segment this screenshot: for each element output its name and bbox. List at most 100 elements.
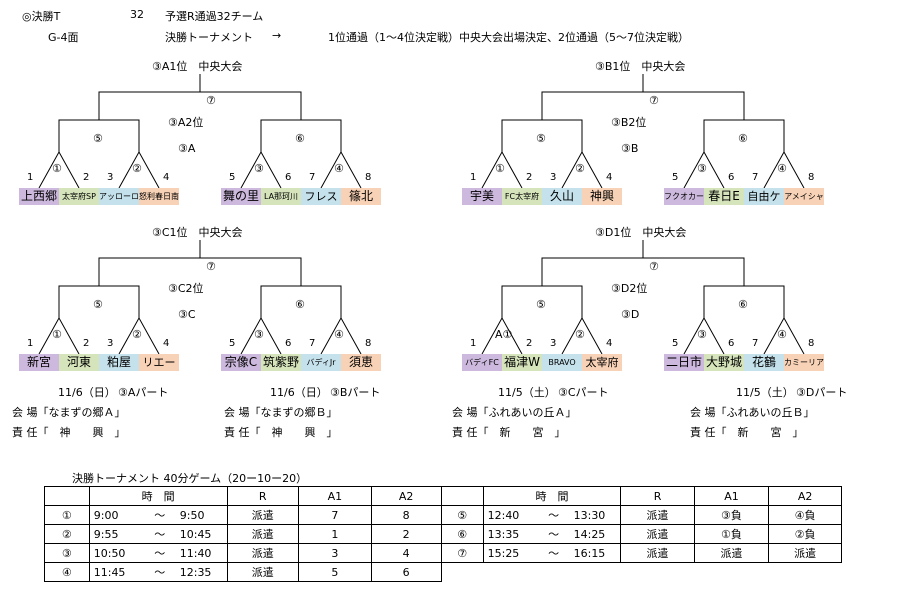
team-seed-number: 3 xyxy=(107,338,114,349)
assistant-2: 派遣 xyxy=(768,543,842,563)
team-seed-number: 5 xyxy=(672,172,679,183)
team-5: フクオカーナ xyxy=(664,188,704,205)
empty-cell xyxy=(694,563,769,582)
referee: 派遣 xyxy=(226,562,299,582)
column-header: A2 xyxy=(370,486,442,506)
header-arrow: → xyxy=(272,29,282,42)
match-number: ② xyxy=(44,524,90,544)
time-cell: 15:25～16:15 xyxy=(482,543,622,563)
tilde: ～ xyxy=(548,509,560,522)
team-seed-number: 3 xyxy=(107,172,114,183)
left-semi-number: ⑤ xyxy=(93,132,103,145)
empty-cell xyxy=(621,563,694,582)
team-1: 宇美 xyxy=(462,188,502,205)
final-match-number: ⑦ xyxy=(649,94,659,107)
left-semi-number: ⑤ xyxy=(536,132,546,145)
first-round-match-number: ② xyxy=(132,162,142,175)
first-round-match-number: ② xyxy=(575,328,585,341)
blank-cell xyxy=(440,486,484,506)
tilde: ～ xyxy=(154,566,166,579)
team-3: 久山 xyxy=(542,188,582,205)
tilde: ～ xyxy=(154,528,166,541)
team-3: BRAVO xyxy=(542,354,582,371)
empty-cell xyxy=(483,563,621,582)
first-round-match-number: ④ xyxy=(334,162,344,175)
right-semi-number: ⑥ xyxy=(738,132,748,145)
column-header: A1 xyxy=(693,486,770,506)
match-number: ⑦ xyxy=(440,543,484,563)
start-time: 11:45 xyxy=(93,566,126,579)
venue-date: 11/5（土） xyxy=(498,386,556,399)
first-round-match-number: ④ xyxy=(334,328,344,341)
team-6: 大野城 xyxy=(704,354,744,371)
team-7: バディJr xyxy=(301,354,341,371)
final-match-number: ⑦ xyxy=(206,260,216,273)
team-seed-number: 5 xyxy=(672,338,679,349)
left-semi-number: ⑤ xyxy=(93,298,103,311)
first-round-match-number: ① xyxy=(52,328,62,341)
second-place-label: ③A2位 xyxy=(168,116,204,129)
match-number: ④ xyxy=(44,562,90,582)
assistant-2: 2 xyxy=(370,524,442,544)
time-cell: 11:45～12:35 xyxy=(88,562,228,582)
bracket-top-label: ③D1位 中央大会 xyxy=(595,226,687,239)
team-8: 須恵 xyxy=(341,354,381,371)
match-number: ① xyxy=(44,505,90,525)
first-round-match-number: ② xyxy=(575,162,585,175)
final-match-number: ⑦ xyxy=(649,260,659,273)
blank-cell xyxy=(44,486,90,506)
bracket-top-label: ③C1位 中央大会 xyxy=(152,226,243,239)
second-place-label: ③C2位 xyxy=(168,282,204,295)
team-seed-number: 5 xyxy=(229,338,236,349)
team-4: リエート xyxy=(139,354,179,371)
team-6: 春日E xyxy=(704,188,744,205)
end-time: 11:40 xyxy=(179,547,212,560)
bracket-lines xyxy=(38,240,362,355)
team-1: 上西郷 xyxy=(19,188,59,205)
referee: 派遣 xyxy=(620,524,695,544)
start-time: 9:55 xyxy=(93,528,119,541)
column-header: R xyxy=(226,486,299,506)
column-header: 時 間 xyxy=(88,486,228,506)
venue-resp: 責 任「 新 宮 」 xyxy=(452,426,566,439)
team-8: カミーリア xyxy=(784,354,824,371)
first-round-match-number: ④ xyxy=(777,328,787,341)
time-cell: 13:35～14:25 xyxy=(482,524,622,544)
venue-block: 11/6（日）③Bパート会 場「なまずの郷Ｂ」責 任「 神 興 」 xyxy=(224,384,470,444)
tilde: ～ xyxy=(154,547,166,560)
assistant-1: ③負 xyxy=(693,505,770,525)
header-venue: G-4面 xyxy=(48,31,79,44)
venue-venue: 会 場「ふれあいの丘Ｂ」 xyxy=(690,406,815,419)
team-2: 福津W xyxy=(502,354,542,371)
match-number: ⑤ xyxy=(440,505,484,525)
team-seed-number: 2 xyxy=(83,172,90,183)
bracket-lines xyxy=(481,74,805,189)
assistant-2: 4 xyxy=(370,543,442,563)
tilde: ～ xyxy=(548,528,560,541)
team-seed-number: 3 xyxy=(550,338,557,349)
team-1: 新宮 xyxy=(19,354,59,371)
first-round-match-number: ④ xyxy=(777,162,787,175)
team-seed-number: 6 xyxy=(728,172,735,183)
bracket-top-label: ③B1位 中央大会 xyxy=(595,60,686,73)
venue-venue: 会 場「なまずの郷Ｂ」 xyxy=(224,406,338,419)
venue-date: 11/5（土） xyxy=(736,386,794,399)
tilde: ～ xyxy=(548,547,560,560)
team-seed-number: 1 xyxy=(470,338,477,349)
empty-cell xyxy=(769,563,842,582)
venue-part: ③Dパート xyxy=(796,386,848,399)
team-6: LA那珂川 xyxy=(261,188,301,205)
group-label: ③C xyxy=(178,308,196,321)
team-5: 宗像C xyxy=(221,354,261,371)
referee: 派遣 xyxy=(226,505,299,525)
assistant-2: ④負 xyxy=(768,505,842,525)
time-cell: 10:50 ～ 11:40 xyxy=(88,543,228,563)
schedule-caption: 決勝トーナメント 40分ゲーム（20ー10ー20） xyxy=(72,472,308,485)
team-8: アメイシャ xyxy=(784,188,824,205)
start-time: 10:50 xyxy=(93,547,126,560)
assistant-1: 5 xyxy=(298,562,372,582)
team-8: 篠北 xyxy=(341,188,381,205)
